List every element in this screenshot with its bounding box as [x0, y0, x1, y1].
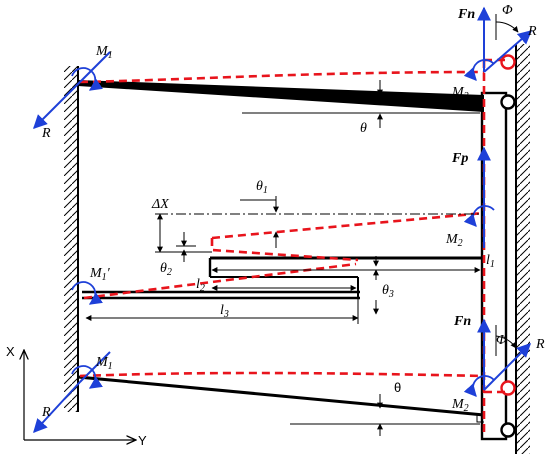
- label-l1: l1: [486, 253, 495, 270]
- upper-pivot-joint: [500, 94, 516, 110]
- undeformed-structure: [77, 80, 508, 441]
- label-R-mid-right: R: [535, 337, 545, 352]
- pivot-joints: [500, 54, 516, 438]
- label-l2: l2: [196, 277, 205, 294]
- label-Fn-bottom: Fn: [453, 314, 471, 329]
- label-Phi-top: Φ: [502, 3, 513, 18]
- label-M1-prime: M1′: [89, 266, 111, 283]
- label-theta-top: θ: [360, 121, 367, 136]
- label-M1-top: M1: [95, 44, 113, 61]
- label-Fp: Fp: [451, 151, 468, 166]
- upper-deformed-pivot: [500, 54, 516, 70]
- label-theta2: θ2: [160, 261, 172, 278]
- label-R-bottom-left: R: [41, 405, 51, 420]
- label-l3: l3: [220, 303, 229, 320]
- label-Phi-bottom: Φ: [496, 333, 507, 348]
- label-R-top-right: R: [527, 24, 537, 39]
- label-Fn-top: Fn: [457, 7, 475, 22]
- moment-arcs: [71, 59, 495, 397]
- label-M2-mid: M2: [445, 232, 463, 249]
- label-axis-Y: Y: [138, 433, 147, 448]
- label-axis-X: X: [6, 344, 15, 359]
- label-theta1: θ1: [256, 179, 268, 196]
- left-fixed-wall: [64, 66, 79, 412]
- coordinate-axes: [24, 350, 136, 440]
- force-vectors: [33, 6, 533, 434]
- label-M1-bottom: M1: [95, 355, 113, 372]
- labels: M1 M1 M1′ M2 M2 M2 R R R R Fn Fn Fp Φ Φ …: [6, 3, 545, 448]
- label-R-top-left: R: [41, 126, 51, 141]
- dimension-marks: [85, 14, 519, 436]
- right-fixed-wall: [515, 44, 530, 454]
- label-theta-bottom: θ: [394, 380, 401, 395]
- label-M2-bottom: M2: [451, 397, 469, 414]
- label-deltaX: ΔX: [151, 197, 169, 212]
- label-theta3: θ3: [382, 283, 394, 300]
- deformed-shape: [79, 58, 508, 432]
- label-M2-top: M2: [451, 85, 469, 102]
- lower-pivot-joint: [500, 422, 516, 438]
